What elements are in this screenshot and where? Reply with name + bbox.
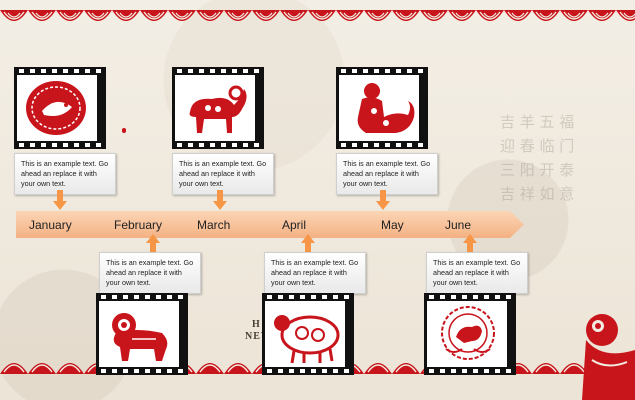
arrow-down-may <box>376 190 390 210</box>
arrow-down-january <box>53 190 67 210</box>
timeline-bar <box>16 211 524 238</box>
decorative-speck <box>122 128 126 133</box>
callout-bottom-3: This is an example text. Go ahead an rep… <box>426 252 528 294</box>
month-label-january: January <box>29 218 72 232</box>
callout-bottom-1: This is an example text. Go ahead an rep… <box>99 252 201 294</box>
arrow-up-february <box>146 234 160 252</box>
callout-top-3: This is an example text. Go ahead an rep… <box>336 153 438 195</box>
film-frame-ram <box>96 293 188 375</box>
arrow-down-march <box>213 190 227 210</box>
corner-ram-papercut <box>582 314 635 400</box>
film-frame-goat <box>172 67 264 149</box>
film-frame-child-riding-goat <box>336 67 428 149</box>
month-label-march: March <box>197 218 231 232</box>
film-frame-goat-medallion <box>424 293 516 375</box>
watermark-line-1: H E <box>252 319 272 330</box>
month-label-may: May <box>381 218 404 232</box>
month-label-february: February <box>114 218 163 232</box>
callout-top-1: This is an example text. Go ahead an rep… <box>14 153 116 195</box>
film-frame-sheep <box>262 293 354 375</box>
callout-top-2: This is an example text. Go ahead an rep… <box>172 153 274 195</box>
top-decorative-border <box>0 6 635 32</box>
callout-bottom-2: This is an example text. Go ahead an rep… <box>264 252 366 294</box>
film-frame-rat <box>14 67 106 149</box>
background-characters: 吉 羊 五 福迎 春 临 门三 阳 开 泰吉 祥 如 意 <box>500 113 575 203</box>
month-label-april: April <box>282 218 307 232</box>
arrow-up-june <box>463 234 477 252</box>
month-label-june: June <box>445 218 472 232</box>
arrow-up-april <box>301 234 315 252</box>
